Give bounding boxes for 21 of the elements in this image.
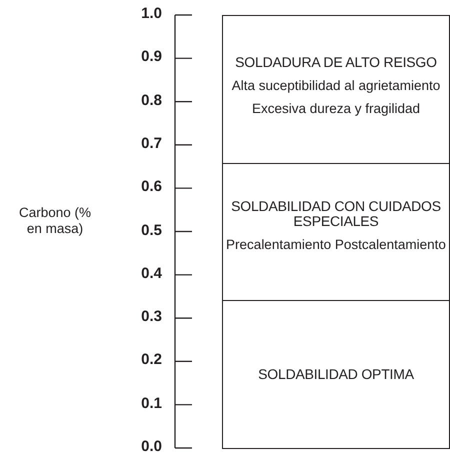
tick-label: 0.5	[140, 222, 162, 238]
tick-label: 0.0	[140, 438, 162, 455]
tick-label: 0.4	[140, 264, 162, 282]
region-box	[222, 15, 450, 164]
tick-label: 0.9	[140, 48, 162, 66]
region-heading: SOLDABILIDAD CON CUIDADOS ESPECIALES	[230, 198, 442, 228]
region-heading: SOLDADURA DE ALTO REISGO	[235, 55, 437, 70]
region-note: Alta suceptibilidad al agrietamiento	[232, 78, 440, 93]
region-box	[222, 300, 450, 449]
tick-label: 0.6	[140, 178, 162, 196]
tick-label: 0.8	[140, 92, 162, 109]
axis-title: Carbono (% en masa)	[18, 205, 92, 237]
region-note: Excesiva dureza y fragilidad	[252, 101, 420, 116]
tick-label: 0.7	[140, 134, 162, 152]
region-box	[222, 163, 450, 301]
tick-label: 0.1	[140, 394, 162, 412]
region-note: Precalentamiento Postcalentamiento	[226, 236, 446, 252]
region-heading: SOLDABILIDAD OPTIMA	[258, 367, 414, 382]
tick-label: 1.0	[140, 5, 162, 22]
tick-label: 0.3	[140, 308, 162, 326]
tick-label: 0.2	[140, 351, 162, 368]
